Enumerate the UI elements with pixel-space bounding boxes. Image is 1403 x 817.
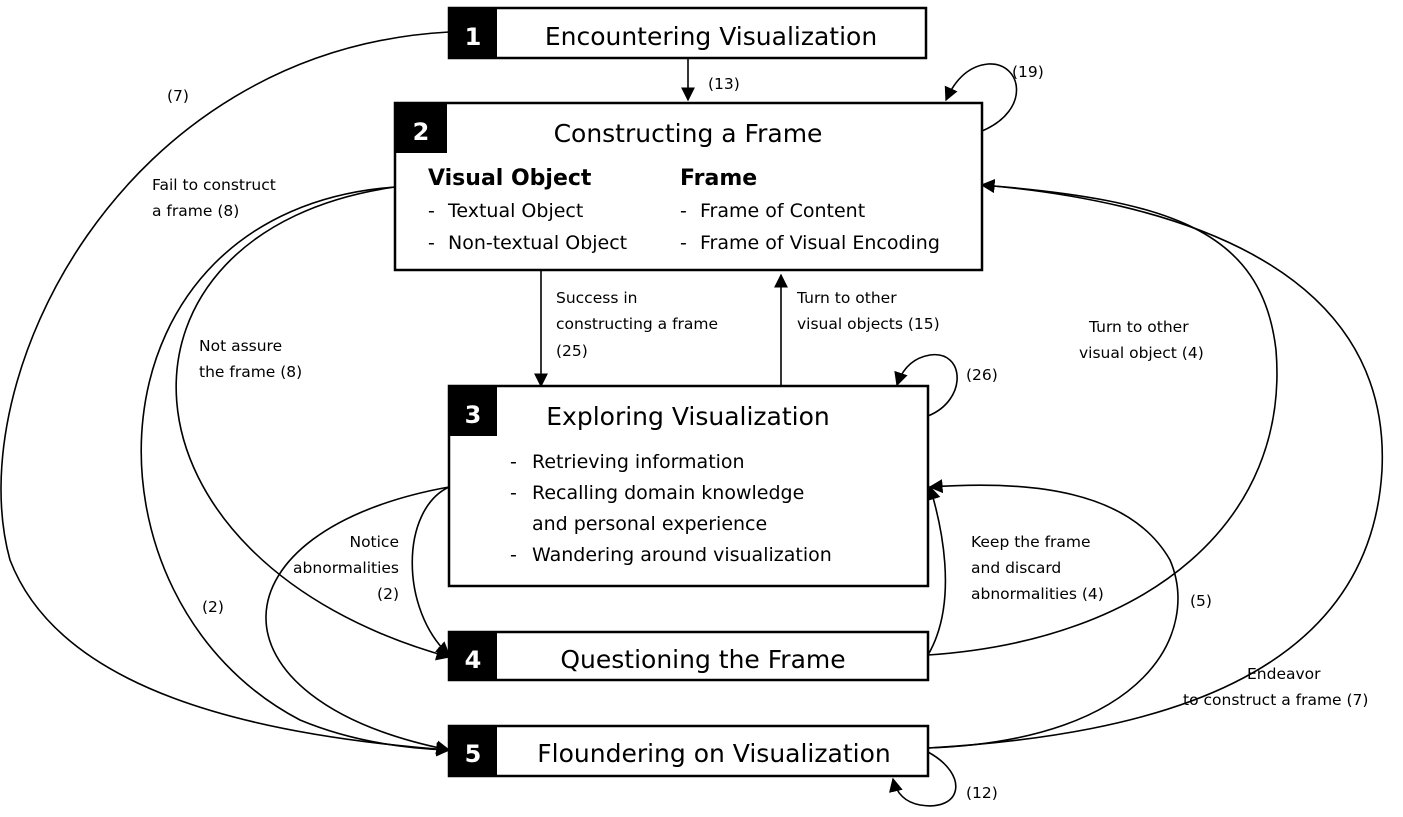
label-edge-4-3-keep: abnormalities (4) [971, 585, 1104, 603]
stage-2-title: Constructing a Frame [554, 119, 823, 148]
label-edge-4-3-keep: and discard [971, 559, 1061, 577]
bullet: - [680, 200, 687, 222]
stage-4-box: 4 Questioning the Frame [447, 630, 930, 682]
stage-3-box: 3 Exploring Visualization - Retrieving i… [447, 384, 930, 588]
edge-4-to-3-keep [926, 485, 947, 656]
stage-1-title: Encountering Visualization [545, 22, 877, 51]
frame-item: Frame of Content [700, 200, 865, 222]
label-edge-3-self: (26) [966, 366, 998, 384]
stage-5-number: 5 [465, 740, 482, 768]
label-edge-4-3-keep: Keep the frame [971, 533, 1091, 551]
label-edge-3-5: (2) [202, 598, 224, 616]
edge-2-self-loop [944, 63, 1018, 132]
label-edge-3-4-notice: abnormalities [293, 559, 399, 577]
stage-5-box: 5 Floundering on Visualization [447, 724, 930, 778]
label-edge-1-2: (13) [708, 75, 740, 93]
frame-heading: Frame [680, 166, 757, 191]
stage-4-number: 4 [465, 646, 482, 674]
edges [0, 31, 1383, 807]
exploring-item: Wandering around visualization [532, 544, 832, 566]
label-edge-1-5: (7) [167, 87, 189, 105]
label-edge-2-4-not-assure: the frame (8) [199, 363, 302, 381]
label-edge-4-2-turn: Turn to other [1088, 318, 1189, 336]
edge-3-to-5 [265, 486, 451, 755]
stage-2-box: 2 Constructing a Frame Visual Object - T… [393, 101, 984, 272]
label-edge-2-5-fail: Fail to construct [152, 176, 276, 194]
bullet: - [510, 451, 517, 473]
label-edge-5-self: (12) [966, 784, 998, 802]
exploring-item: and personal experience [532, 513, 767, 535]
stage-1-number: 1 [465, 23, 482, 51]
stage-1-box: 1 Encountering Visualization [447, 6, 928, 60]
visual-object-item: Non-textual Object [448, 232, 627, 254]
edge-labels: (13) (19) (7) Fail to construct a frame … [152, 63, 1368, 802]
bullet: - [510, 482, 517, 504]
bullet: - [680, 232, 687, 254]
stage-4-title: Questioning the Frame [560, 645, 845, 674]
edge-3-self-loop [894, 354, 958, 417]
stage-2-number: 2 [413, 118, 430, 146]
label-edge-5-3: (5) [1190, 592, 1212, 610]
label-edge-3-4-notice: Notice [349, 533, 399, 551]
exploring-item: Recalling domain knowledge [532, 482, 804, 504]
exploring-item: Retrieving information [532, 451, 745, 473]
edge-5-self-loop [889, 751, 957, 807]
label-edge-5-2-endeavor: Endeavor [1247, 665, 1321, 683]
edge-5-to-2-endeavor [927, 179, 1383, 749]
frame-item: Frame of Visual Encoding [700, 232, 940, 254]
edge-2-to-4-not-assure [175, 186, 451, 661]
label-edge-5-2-endeavor: to construct a frame (7) [1183, 691, 1368, 709]
label-edge-3-2-turn: visual objects (15) [797, 315, 940, 333]
stage-5-title: Floundering on Visualization [537, 739, 890, 768]
label-edge-2-5-fail: a frame (8) [152, 202, 239, 220]
label-edge-2-3-success: constructing a frame [556, 315, 718, 333]
visual-object-heading: Visual Object [428, 166, 592, 191]
stage-3-title: Exploring Visualization [546, 402, 830, 431]
edge-1-to-5 [0, 31, 451, 757]
label-edge-2-self: (19) [1012, 63, 1044, 81]
edge-4-to-2-turn [927, 179, 1278, 656]
label-edge-3-2-turn: Turn to other [796, 289, 897, 307]
edge-3-to-4-notice [411, 486, 451, 656]
edge-2-to-5-fail [140, 186, 451, 757]
label-edge-3-4-notice: (2) [377, 585, 399, 603]
label-edge-2-3-success: Success in [556, 289, 637, 307]
visual-object-item: Textual Object [447, 200, 583, 222]
stage-3-number: 3 [465, 401, 482, 429]
bullet: - [428, 200, 435, 222]
edge-5-to-3 [927, 479, 1179, 749]
label-edge-4-2-turn: visual object (4) [1079, 344, 1204, 362]
bullet: - [510, 544, 517, 566]
label-edge-2-3-success: (25) [556, 342, 588, 360]
bullet: - [428, 232, 435, 254]
label-edge-2-4-not-assure: Not assure [199, 337, 282, 355]
